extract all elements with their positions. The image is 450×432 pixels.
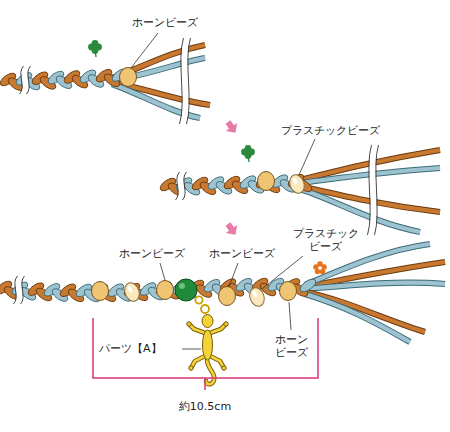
- bead-highlight: [252, 290, 258, 298]
- gecko-leg: [210, 356, 224, 368]
- gecko-outline: [189, 324, 226, 384]
- cut-line: [183, 172, 187, 200]
- plastic-bead: [287, 173, 307, 196]
- loose-cords: [112, 45, 445, 342]
- horn-bead: [120, 68, 137, 87]
- gecko-fill: [189, 324, 226, 384]
- gecko-toe: [224, 322, 228, 326]
- bead-label: ホーンビーズ: [119, 247, 185, 260]
- horn-bead: [280, 282, 297, 301]
- gecko-leg: [189, 324, 205, 333]
- dimension-bracket: [93, 318, 318, 378]
- cord: [305, 294, 410, 342]
- bead-label: プラスチックビーズ: [281, 124, 380, 137]
- bead-label: ホーンビーズ: [132, 16, 198, 29]
- leader-line: [262, 256, 303, 289]
- gecko-toe: [187, 322, 191, 326]
- gecko-tail: [206, 360, 214, 384]
- bead-label: ホーン ビーズ: [273, 333, 310, 359]
- cord: [305, 283, 445, 289]
- clover-stem: [95, 50, 96, 57]
- cut-line: [187, 38, 191, 124]
- cut-line: [368, 145, 372, 235]
- gecko-tail: [206, 360, 214, 384]
- cord: [300, 189, 420, 232]
- gecko-head: [202, 315, 213, 328]
- dimension-label: 約10.5cm: [179, 400, 231, 413]
- dimension-tick: [204, 378, 206, 390]
- flower-center: [318, 266, 321, 269]
- cut-gap: [23, 66, 27, 94]
- braid-segment: [298, 277, 318, 294]
- gecko-body-parts: [187, 315, 228, 371]
- green-ball: [175, 279, 197, 301]
- plastic-bead: [122, 281, 142, 304]
- cord-outline: [300, 189, 420, 232]
- cut-line: [21, 276, 25, 304]
- gecko-leg: [210, 324, 226, 333]
- leader-line: [299, 139, 315, 175]
- cut-line: [14, 276, 18, 304]
- leader-line: [289, 302, 291, 330]
- cord: [305, 244, 430, 285]
- leader-line: [229, 263, 238, 287]
- cut-gap: [371, 145, 375, 235]
- cut-gap: [17, 276, 21, 304]
- ball-highlight: [179, 283, 185, 289]
- cord-outline: [305, 283, 445, 289]
- leader-line: [182, 349, 201, 350]
- gecko-leg: [191, 356, 205, 368]
- bead-label: プラスチック ビーズ: [291, 227, 361, 253]
- bead-highlight: [127, 285, 133, 293]
- cord-outline: [305, 294, 410, 342]
- cut-line: [180, 38, 184, 124]
- gecko-leg: [191, 356, 205, 368]
- clover-mark: [241, 145, 255, 162]
- gecko-leg: [210, 356, 224, 368]
- step-arrow: [222, 118, 241, 137]
- cut-line: [27, 66, 31, 94]
- clover-stem: [248, 155, 249, 162]
- plastic-bead: [247, 286, 267, 309]
- clover-mark: [88, 40, 102, 57]
- gecko-leg: [210, 324, 226, 333]
- cut-marks: [14, 38, 379, 304]
- gecko-toe: [222, 366, 226, 370]
- gecko-toe: [189, 366, 193, 370]
- cord-outline: [305, 244, 430, 285]
- bead-highlight: [292, 177, 298, 185]
- horn-bead: [157, 281, 174, 300]
- part-label: パーツ【A】: [99, 342, 162, 355]
- horn-bead: [258, 172, 275, 191]
- leader-line: [131, 33, 158, 68]
- cut-gap: [179, 172, 183, 200]
- cut-line: [176, 172, 180, 200]
- braids: [0, 66, 318, 304]
- beads: [92, 68, 307, 309]
- flower-mark: [313, 261, 327, 274]
- cut-line: [375, 145, 379, 235]
- jump-ring: [195, 296, 202, 303]
- cut-gap: [183, 38, 187, 124]
- step-arrow: [222, 220, 241, 239]
- leader-lines: [131, 33, 315, 349]
- flower-petal: [313, 264, 319, 270]
- horn-bead: [92, 282, 109, 301]
- gecko-body: [203, 330, 213, 360]
- cut-line: [20, 66, 24, 94]
- flower-petal: [320, 269, 326, 275]
- jump-ring: [201, 305, 209, 313]
- horn-bead: [219, 287, 236, 306]
- bead-label: ホーンビーズ: [209, 247, 275, 260]
- gecko-leg: [189, 324, 205, 333]
- leader-line: [160, 263, 165, 280]
